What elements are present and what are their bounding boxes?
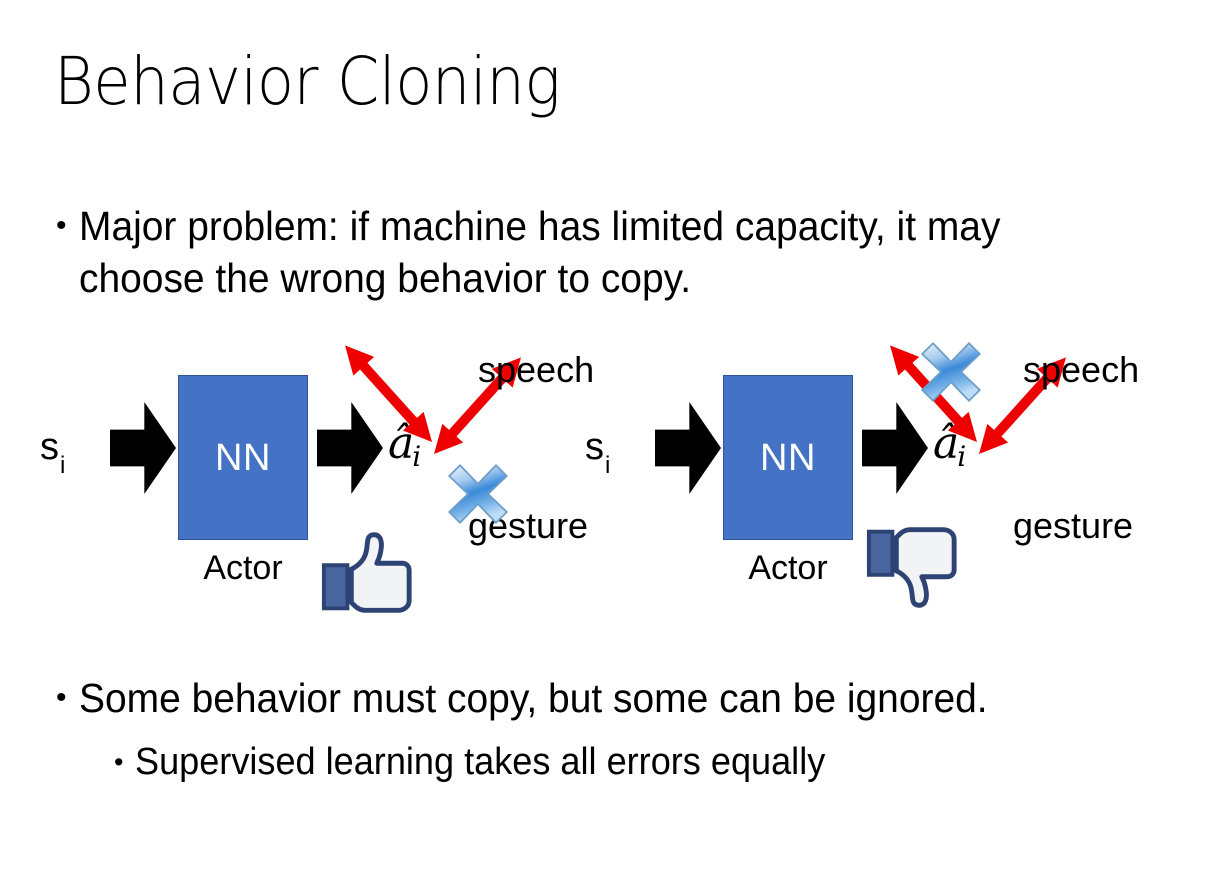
bullet-top-text: Major problem: if machine has limited ca… [78, 203, 1000, 301]
state-label-right: si [585, 426, 610, 477]
neural-network-box-left: NN [178, 375, 308, 540]
cross-out-x-icon [915, 336, 987, 408]
state-subscript: i [605, 451, 611, 479]
bullet-bottom-level1-text: Some behavior must copy, but some can be… [78, 675, 988, 721]
state-label-left: si [40, 426, 65, 477]
thumbs-up-icon [318, 526, 416, 624]
output-label-speech-left: speech [478, 349, 595, 390]
double-headed-arrow-icon [335, 336, 443, 451]
bullet-bottom-level1: • Some behavior must copy, but some can … [56, 672, 1156, 724]
action-subscript: i [957, 440, 967, 473]
state-symbol: s [40, 426, 59, 468]
double-headed-arrow-icon [969, 348, 1077, 463]
pipeline-left: si NN Actor âi speech gesture [18, 330, 618, 640]
state-subscript: i [60, 451, 66, 479]
output-label-speech-right: speech [1023, 349, 1140, 390]
actor-caption-right: Actor [748, 549, 828, 587]
nn-label: NN [760, 436, 816, 479]
thumbs-down-icon [863, 516, 961, 614]
actor-caption-left: Actor [203, 549, 283, 587]
bullet-top: • Major problem: if machine has limited … [56, 200, 1136, 304]
bullet-bottom-level2: • Supervised learning takes all errors e… [114, 736, 1154, 788]
output-arrow-icon [317, 402, 383, 494]
state-symbol: s [585, 426, 604, 468]
pipeline-right: si NN Actor âi speech gesture [563, 330, 1163, 640]
neural-network-box-right: NN [723, 375, 853, 540]
diagram-area: si NN Actor âi speech gesture [0, 330, 1210, 640]
output-arrow-icon [862, 402, 928, 494]
input-arrow-icon [110, 402, 176, 494]
action-subscript: i [412, 440, 422, 473]
cross-out-x-icon [442, 458, 514, 530]
bullet-marker: • [114, 747, 124, 777]
bullet-marker: • [56, 681, 67, 714]
bullet-bottom-level2-text: Supervised learning takes all errors equ… [135, 741, 826, 783]
page-title: Behavior Cloning [54, 43, 561, 120]
output-label-gesture-right: gesture [1013, 505, 1134, 546]
double-headed-arrow-icon [424, 348, 532, 463]
nn-label: NN [215, 436, 271, 479]
bullet-marker: • [56, 209, 67, 242]
input-arrow-icon [655, 402, 721, 494]
